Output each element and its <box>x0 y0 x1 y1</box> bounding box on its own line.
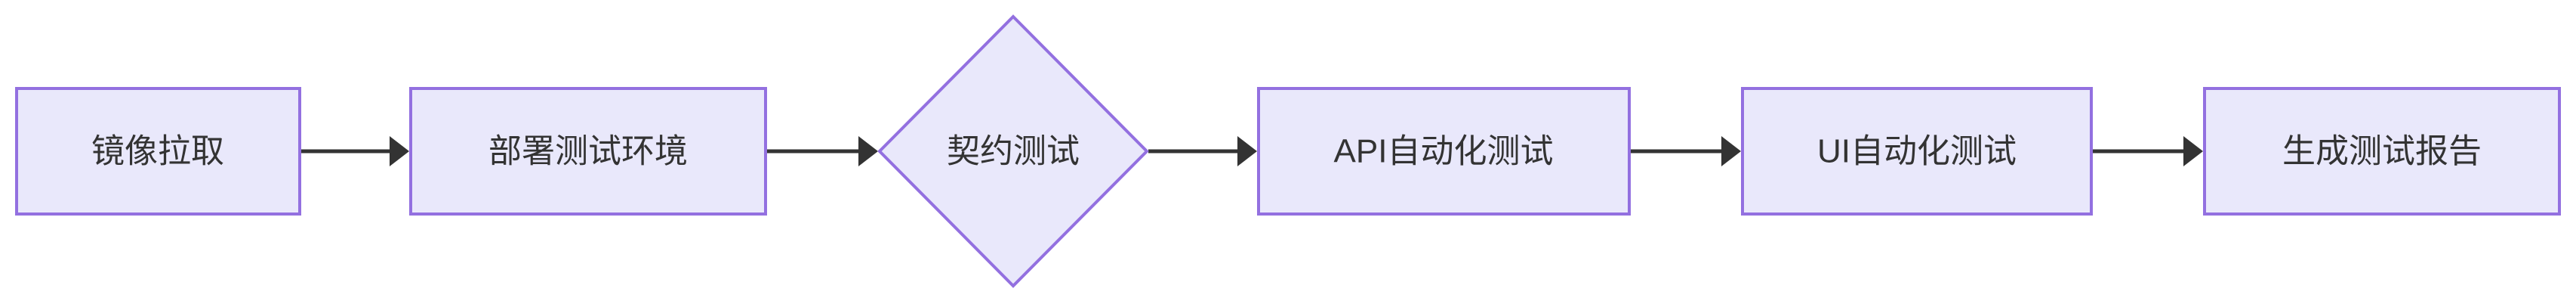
arrowhead-icon <box>390 136 409 166</box>
arrowhead-icon <box>1721 136 1741 166</box>
node-api-automation-test[interactable]: API自动化测试 <box>1257 87 1631 216</box>
node-label: 镜像拉取 <box>91 133 224 170</box>
node-shape-rect[interactable] <box>1741 87 2093 216</box>
node-deploy-test-env[interactable]: 部署测试环境 <box>409 87 767 216</box>
arrowhead-icon <box>1237 136 1257 166</box>
edge-n1-n2 <box>301 136 409 166</box>
node-shape-rect[interactable] <box>409 87 767 216</box>
node-label: API自动化测试 <box>1334 133 1554 170</box>
edge-n4-n5 <box>1631 136 1741 166</box>
node-shape-rect[interactable] <box>2203 87 2561 216</box>
node-image-pull[interactable]: 镜像拉取 <box>15 87 301 216</box>
arrowhead-icon <box>858 136 878 166</box>
arrowhead-icon <box>2183 136 2203 166</box>
edge-n5-n6 <box>2093 136 2203 166</box>
node-generate-test-report[interactable]: 生成测试报告 <box>2203 87 2561 216</box>
node-shape-rect[interactable] <box>1257 87 1631 216</box>
node-label: 生成测试报告 <box>2282 133 2482 170</box>
edge-n2-n3 <box>767 136 878 166</box>
edge-group <box>301 136 2203 166</box>
node-shape-rect[interactable] <box>15 87 301 216</box>
node-label: UI自动化测试 <box>1817 133 2017 170</box>
node-label: 契约测试 <box>947 133 1080 170</box>
node-ui-automation-test[interactable]: UI自动化测试 <box>1741 87 2093 216</box>
node-label: 部署测试环境 <box>488 133 688 170</box>
node-shape-diamond[interactable] <box>877 14 1149 288</box>
node-contract-test[interactable]: 契约测试 <box>877 14 1149 288</box>
edge-n3-n4 <box>1148 136 1257 166</box>
